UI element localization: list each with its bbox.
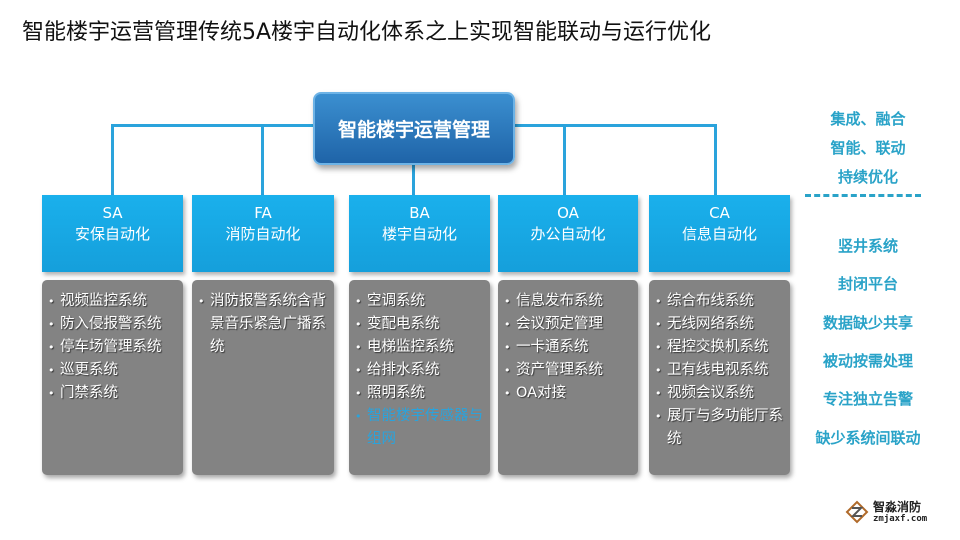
list-item: 巡更系统: [48, 359, 177, 382]
column-name: 办公自动化: [530, 225, 606, 243]
list-item: 卫有线电视系统: [655, 359, 784, 382]
list-item: 视频会议系统: [655, 382, 784, 405]
side-problem-label: 专注独立告警: [822, 390, 913, 408]
system-list: 综合布线系统无线网络系统程控交换机系统卫有线电视系统视频会议系统展厅与多功能厅系…: [649, 280, 790, 475]
watermark-logo: 智淼消防 zmjaxf.com: [845, 500, 927, 524]
side-problem-label: 竖井系统: [837, 237, 898, 255]
column-name: 楼宇自动化: [381, 225, 457, 243]
side-problem-label: 被动按需处理: [822, 352, 913, 370]
system-list: 消防报警系统含背景音乐紧急广播系统: [192, 280, 334, 475]
column-fa: FA 消防自动化消防报警系统含背景音乐紧急广播系统: [192, 195, 334, 475]
side-problem-label: 封闭平台: [837, 275, 898, 293]
column-oa: OA 办公自动化 信息发布系统会议预定管理一卡通系统资产管理系统OA对接: [498, 195, 638, 475]
list-item: 无线网络系统: [655, 313, 784, 336]
list-item: 展厅与多功能厅系统: [655, 405, 784, 451]
dashed-divider: [805, 194, 921, 197]
system-list: 视频监控系统防入侵报警系统停车场管理系统巡更系统门禁系统: [42, 280, 183, 475]
list-item: 电梯监控系统: [355, 336, 484, 359]
list-item: 照明系统: [355, 382, 484, 405]
connector-vertical: [714, 124, 717, 196]
column-header: CA 信息自动化: [649, 195, 790, 272]
column-code: SA: [102, 204, 123, 222]
connector-vertical: [563, 124, 566, 196]
column-name: 消防自动化: [225, 225, 301, 243]
column-name: 安保自动化: [74, 225, 150, 243]
list-item: 视频监控系统: [48, 290, 177, 313]
column-name: 信息自动化: [681, 225, 757, 243]
list-item: OA对接: [504, 382, 632, 405]
central-node: 智能楼宇运营管理: [313, 92, 515, 165]
logo-url: zmjaxf.com: [873, 513, 928, 524]
side-top-label: 持续优化: [837, 168, 898, 186]
list-item: 消防报警系统含背景音乐紧急广播系统: [198, 290, 328, 359]
column-header: OA 办公自动化: [498, 195, 638, 272]
list-item: 智能楼宇传感器与组网: [355, 405, 484, 451]
logo-name: 智淼消防: [873, 499, 922, 514]
column-header: SA 安保自动化: [42, 195, 183, 272]
column-sa: SA 安保自动化视频监控系统防入侵报警系统停车场管理系统巡更系统门禁系统: [42, 195, 183, 475]
list-item: 一卡通系统: [504, 336, 632, 359]
list-item: 防入侵报警系统: [48, 313, 177, 336]
system-list: 空调系统变配电系统电梯监控系统给排水系统照明系统智能楼宇传感器与组网: [349, 280, 490, 475]
list-item: 给排水系统: [355, 359, 484, 382]
list-item: 会议预定管理: [504, 313, 632, 336]
list-item: 停车场管理系统: [48, 336, 177, 359]
column-header: FA 消防自动化: [192, 195, 334, 272]
connector-vertical: [261, 124, 264, 196]
list-item: 空调系统: [355, 290, 484, 313]
list-item: 程控交换机系统: [655, 336, 784, 359]
list-item: 信息发布系统: [504, 290, 632, 313]
logo-icon: [845, 500, 869, 524]
column-code: FA: [254, 204, 272, 222]
column-header: BA 楼宇自动化: [349, 195, 490, 272]
slide-title: 智能楼宇运营管理传统5A楼宇自动化体系之上实现智能联动与运行优化: [22, 20, 712, 45]
system-list: 信息发布系统会议预定管理一卡通系统资产管理系统OA对接: [498, 280, 638, 475]
column-code: CA: [709, 204, 730, 222]
list-item: 变配电系统: [355, 313, 484, 336]
list-item: 门禁系统: [48, 382, 177, 405]
column-ca: CA 信息自动化综合布线系统无线网络系统程控交换机系统卫有线电视系统视频会议系统展…: [649, 195, 790, 475]
column-code: OA: [557, 204, 579, 222]
connector-vertical: [111, 124, 114, 196]
side-problem-label: 数据缺少共享: [822, 314, 913, 332]
side-top-label: 智能、联动: [830, 139, 906, 157]
column-ba: BA 楼宇自动化空调系统变配电系统电梯监控系统给排水系统照明系统智能楼宇传感器与组…: [349, 195, 490, 475]
list-item: 资产管理系统: [504, 359, 632, 382]
side-top-label: 集成、融合: [830, 110, 906, 128]
list-item: 综合布线系统: [655, 290, 784, 313]
side-problem-label: 缺少系统间联动: [815, 429, 921, 447]
column-code: BA: [409, 204, 430, 222]
